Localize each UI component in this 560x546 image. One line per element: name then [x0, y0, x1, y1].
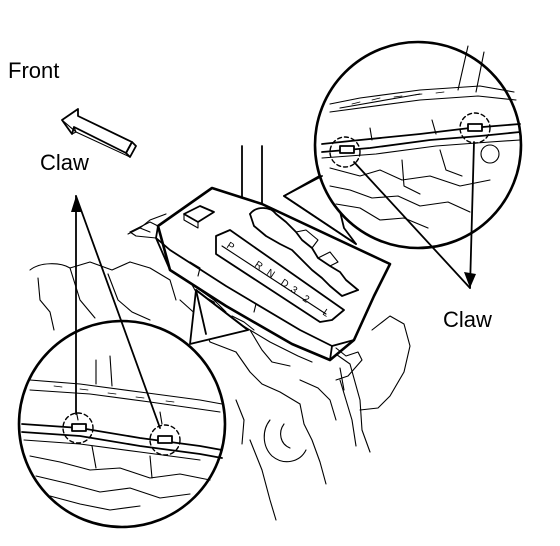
claw-leader-lines-right [353, 141, 476, 289]
gate-letter-l: L [320, 307, 331, 319]
claw-leader-lines-left [71, 195, 161, 429]
front-label: Front [8, 58, 59, 83]
detail-callout-right [283, 40, 523, 250]
gate-letter-2: 2 [300, 293, 311, 305]
gate-letter-3: 3 [288, 284, 299, 296]
leader-arrowhead-left [71, 196, 81, 212]
front-direction-arrow [61, 108, 137, 158]
claw-label-right: Claw [443, 307, 492, 332]
gate-letter-p: P [224, 240, 236, 253]
shift-indicator-panel [155, 186, 392, 391]
leader-arrowhead-right [464, 272, 476, 288]
panel-front-tab [129, 221, 159, 239]
detail-callout-left [17, 289, 249, 529]
claw-label-left: Claw [40, 150, 89, 175]
